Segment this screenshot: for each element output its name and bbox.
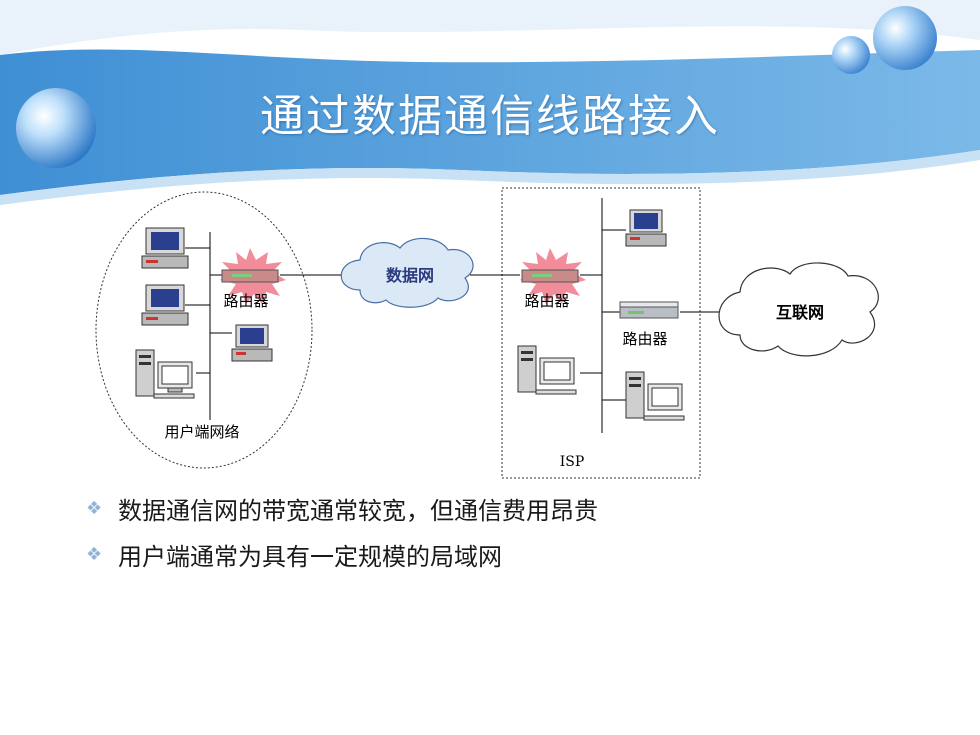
bullet-text: 用户端通常为具有一定规模的局域网 — [118, 542, 502, 571]
isp-server-2-icon — [625, 371, 685, 421]
isp-boundary — [501, 187, 701, 479]
user-network-label: 用户端网络 — [164, 423, 239, 441]
user-pc-2-icon — [141, 284, 189, 326]
diamond-bullet-icon: ❖ — [86, 497, 103, 519]
user-router-icon — [220, 248, 286, 304]
isp-router-icon — [520, 248, 586, 304]
diamond-bullet-icon: ❖ — [86, 543, 103, 565]
bullet-text: 数据通信网的带宽通常较宽，但通信费用昂贵 — [118, 496, 598, 525]
decor-ball-right-small — [832, 36, 870, 74]
decor-ball-left — [16, 88, 96, 168]
isp-server-1-icon — [517, 345, 577, 395]
user-network-boundary — [95, 191, 313, 469]
internet-cloud — [718, 262, 879, 357]
internet-label: 互联网 — [776, 303, 824, 322]
isp-pc-icon — [625, 209, 667, 247]
user-router-label: 路由器 — [223, 292, 268, 310]
isp-label: ISP — [560, 454, 585, 470]
data-network-label: 数据网 — [386, 266, 434, 285]
user-pc-3-icon — [231, 324, 273, 362]
user-tower-pc-icon — [135, 349, 195, 399]
bullet-item: ❖ 用户端通常为具有一定规模的局域网 — [86, 531, 598, 577]
user-pc-1-icon — [141, 227, 189, 269]
decor-ball-right-large — [873, 6, 937, 70]
isp-router-label: 路由器 — [524, 292, 569, 310]
isp-gateway-router-icon — [619, 301, 679, 319]
isp-gateway-label: 路由器 — [622, 330, 667, 348]
bullet-item: ❖ 数据通信网的带宽通常较宽，但通信费用昂贵 — [86, 485, 598, 531]
slide-title: 通过数据通信线路接入 — [260, 91, 720, 142]
data-network-cloud — [340, 237, 474, 308]
bullet-list: ❖ 数据通信网的带宽通常较宽，但通信费用昂贵 ❖ 用户端通常为具有一定规模的局域… — [86, 485, 598, 577]
